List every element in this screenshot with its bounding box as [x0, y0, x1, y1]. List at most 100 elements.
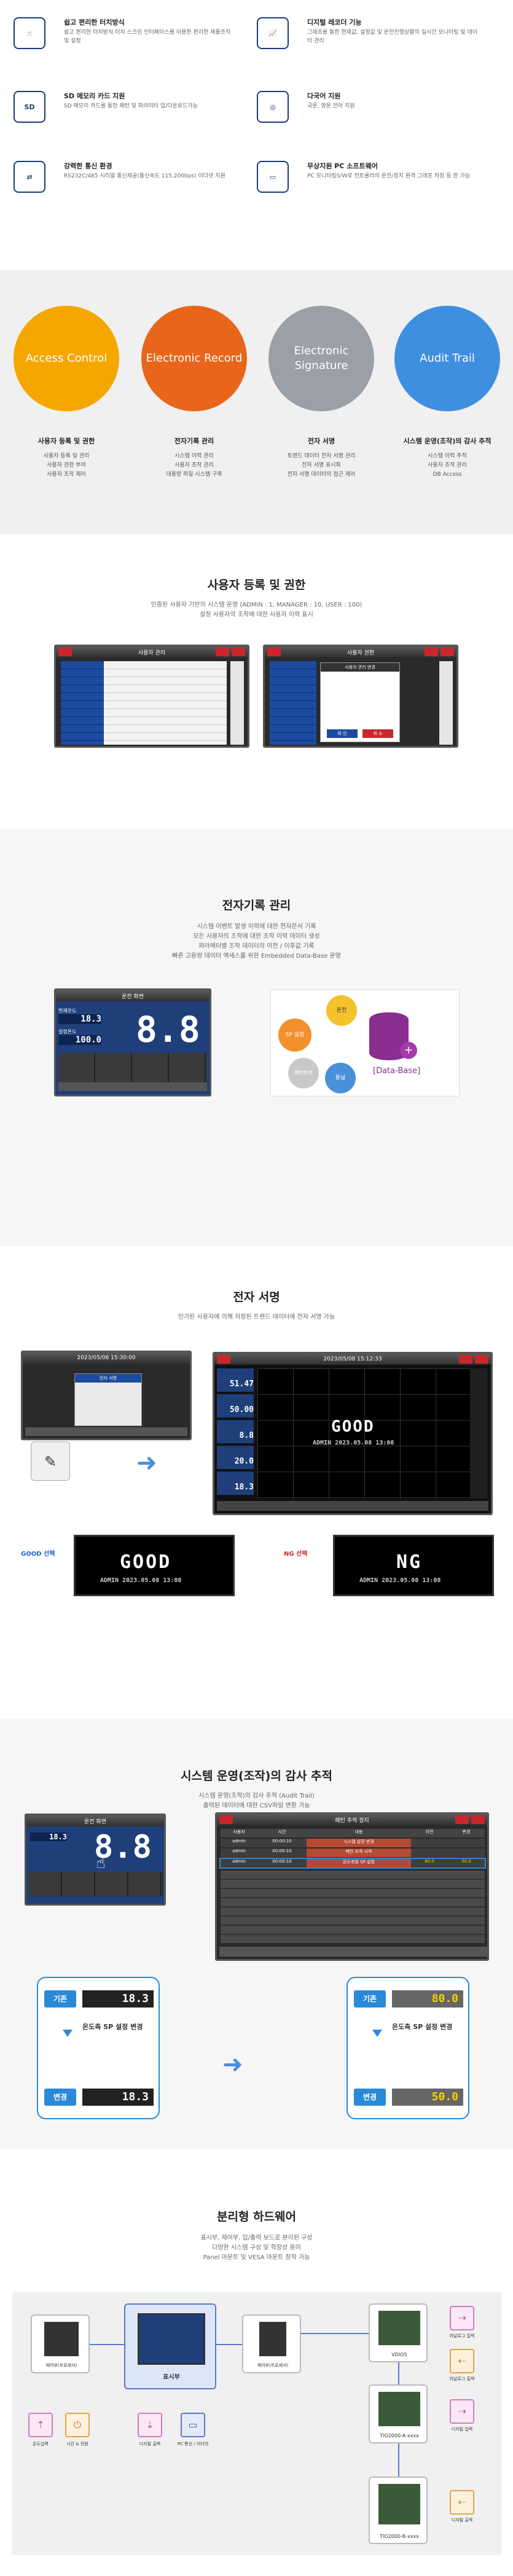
scrollbar[interactable] [439, 661, 453, 745]
screen-titlebar: 사용자 관리 [56, 646, 248, 658]
circle-title: 사용자 등록 및 권한 [37, 437, 95, 445]
after-value: 50.0 [392, 2089, 463, 2106]
feature-language: ◎ 다국어 지원 국문, 영문 언어 지원 [257, 91, 490, 135]
before-tag: 기존 [354, 1990, 386, 2008]
ng-stamp-panel: NG ADMIN 2023.05.08 13:08 [333, 1535, 494, 1596]
audit-table-screen: 패턴 추적 정지 사용자 시간 내용 이전 변경 admin 00:00:10 … [215, 1812, 489, 1961]
sign-popup: 전자 서명 [74, 1373, 142, 1426]
feature-desc: PC 모니터링S/W로 컨트롤러의 운전/정지 원격 그래프 저장 등 한 가능 [307, 173, 471, 179]
touch-icon: ☝ [14, 17, 45, 49]
access-control-circle: Access Control [14, 306, 119, 411]
module-label: 제어부(프로세서) [257, 2363, 289, 2368]
feature-title: 무상지원 PC 소프트웨어 [307, 162, 378, 170]
table-row[interactable]: admin 00:00:10 시스템 설정 변경 [221, 1839, 485, 1847]
audit-trail-circle: Audit Trail [394, 306, 500, 411]
feature-sd: SD SD 메모리 카드 지원 SD 메모리 카드를 통한 패턴 및 파라미터 … [14, 91, 247, 135]
pv-value: 18.3 [30, 1833, 67, 1841]
screen-titlebar: 운전 화면 [56, 990, 210, 1001]
feature-title: 디지털 레코더 기능 [307, 18, 362, 26]
sign-button-zoom[interactable]: ✎ [31, 1441, 70, 1481]
table-empty-rows [221, 1871, 485, 1943]
good-stamp: GOOD [120, 1551, 172, 1573]
module-label: VDIO5 [391, 2352, 407, 2357]
after-value: 18.3 [82, 2089, 154, 2106]
feature-desc: 그래프를 통한 현재값, 설정값 및 운전진행상황의 실시간 모니터링 및 데이… [307, 29, 478, 44]
table-row-selected[interactable]: admin 00:00:10 온도측정 SP 설정 80.0 50.0 [219, 1858, 486, 1869]
controller-icon [259, 2322, 286, 2356]
feature-pc: ▭ 무상지원 PC 소프트웨어 PC 모니터링S/W로 컨트롤러의 운전/정지 … [257, 161, 490, 205]
icon-label: 디지털 출력 [451, 2518, 473, 2523]
feature-desc: 국문, 영문 언어 지원 [307, 103, 355, 109]
bottom-toolbar[interactable] [217, 1501, 488, 1511]
connector-line [398, 2443, 399, 2477]
section-title: 분리형 하드웨어 [217, 2210, 296, 2224]
feature-title: 강력한 통신 환경 [64, 162, 112, 170]
good-stamp-panel: GOOD ADMIN 2023.05.08 13:08 [74, 1535, 235, 1596]
connector-line [398, 2362, 399, 2384]
bubble-sp: SP 설정 [278, 1018, 311, 1052]
circle-title: 전자기록 관리 [174, 437, 214, 445]
globe-icon: ◎ [257, 91, 289, 123]
section-desc: 인증된 사용자 기반의 시스템 운영 (ADMIN : 1, MANAGER :… [151, 602, 362, 608]
after-tag: 변경 [354, 2089, 386, 2106]
connector-line [216, 2344, 242, 2345]
audit-run-screen: 운전 화면 8.8 18.3 [25, 1814, 166, 1906]
section-title: 전자기록 관리 [222, 899, 291, 912]
section-title: 시스템 운영(조작)의 감사 추적 [181, 1769, 332, 1783]
arrow-right-icon: ➜ [136, 1449, 157, 1477]
back-button[interactable] [267, 648, 281, 656]
io-board-icon [378, 2311, 420, 2345]
bottom-toolbar[interactable] [219, 1947, 487, 1957]
trend-graph: GOOD ADMIN 2023.05.08 13:08 [257, 1368, 470, 1499]
next-button[interactable] [232, 648, 245, 656]
next-button[interactable] [471, 1815, 485, 1824]
circle-title: 시스템 운영(조작)의 감사 추적 [403, 437, 491, 445]
feature-desc: 쉽고 편리한 터치방식 터치 스크린 인터페이스를 이용한 편리한 제품조작 및… [64, 29, 231, 44]
digital-output-icon: ⇣ [138, 2413, 162, 2437]
big-value: 8.8 [136, 1009, 200, 1050]
icon-label: 아날로그 입력 [449, 2334, 475, 2338]
user-name-column [270, 661, 316, 745]
analog-output-icon: ⇠ [450, 2349, 474, 2373]
icon-label: 디지털 입력 [451, 2427, 473, 2432]
back-button[interactable] [217, 1355, 230, 1364]
next-button[interactable] [441, 648, 454, 656]
next-button[interactable] [475, 1355, 488, 1364]
vdio-module: VDIO5 [369, 2303, 428, 2362]
module-label: 표시부 [163, 2374, 180, 2381]
side-buttons[interactable] [470, 1368, 487, 1499]
before-value: 80.0 [392, 1990, 463, 2008]
io-board-icon [378, 2484, 420, 2524]
cancel-button[interactable]: 취 소 [362, 729, 393, 738]
user-section: 사용자 등록 및 권한 인증된 사용자 기반의 시스템 운영 (ADMIN : … [0, 534, 513, 829]
icon-label: 디지털 출력 [139, 2442, 161, 2446]
feature-desc: RS232C/485 시리얼 통신제공(통신속도 115,200bps) 이더넷… [64, 173, 225, 179]
bottom-toolbar[interactable] [25, 1427, 187, 1436]
prev-button[interactable] [216, 648, 229, 656]
bottom-toolbar[interactable] [58, 1082, 207, 1091]
table-row[interactable]: admin 00:00:10 패턴 조작 시작 [221, 1849, 485, 1857]
icon-label: 시간 & 전원 [66, 2442, 88, 2446]
screen-titlebar: 2023/05/08 15:12:33 [214, 1354, 491, 1365]
prev-button[interactable] [459, 1355, 472, 1364]
display-screen [138, 2313, 205, 2365]
channel-list: 51.47 50.00 8.8 20.0 18.3 [217, 1368, 254, 1499]
prev-button[interactable] [455, 1815, 469, 1824]
sd-card-icon: SD [14, 91, 45, 123]
ok-button[interactable]: 확 인 [327, 729, 358, 738]
section-desc: 시스템 운영(조작)의 감사 추적 (Audit Trail) [198, 1793, 315, 1799]
compliance-section: Access Control Electronic Record Electro… [0, 270, 513, 534]
module-label: TIO2000-A-xxxx [380, 2433, 419, 2438]
back-button[interactable] [58, 648, 72, 656]
data-base-diagram: 운전 SP 설정 패턴변경 통널 + [Data-Base] [270, 990, 460, 1096]
good-label: GOOD 선택 [21, 1551, 55, 1558]
back-button[interactable] [219, 1815, 233, 1824]
scrollbar[interactable] [230, 661, 244, 745]
digital-input-icon: ⇢ [450, 2399, 474, 2424]
prev-button[interactable] [425, 648, 438, 656]
